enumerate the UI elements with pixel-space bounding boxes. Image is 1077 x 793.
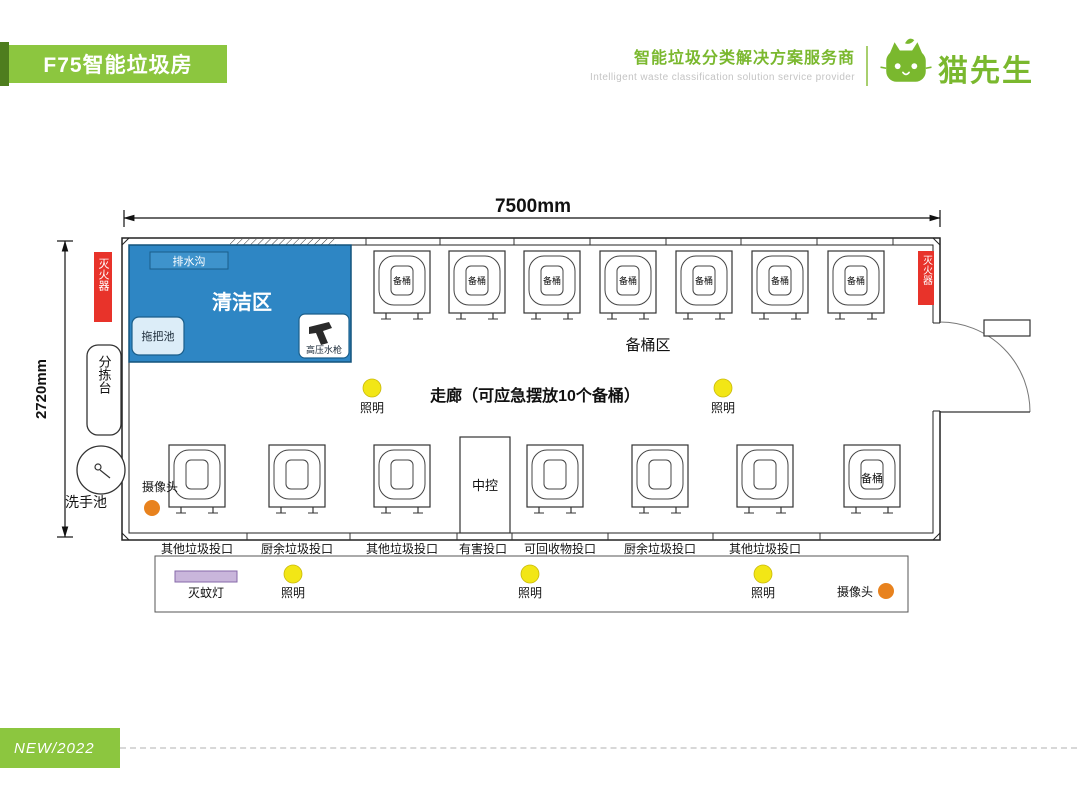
water-gun-label: 高压水枪 (306, 344, 342, 355)
fire-extinguisher-right-label: 灭火器 (921, 255, 933, 286)
lighting-icon (753, 564, 773, 584)
lighting-label: 照明 (751, 586, 775, 600)
camera-inside: 摄像头 (142, 479, 178, 516)
wall-grille-hatch (230, 239, 336, 245)
spare-bucket-label: 备桶 (771, 275, 789, 286)
bucket-icon (736, 444, 794, 514)
inlet-label: 其他垃圾投口 (366, 541, 438, 556)
lighting-label: 照明 (360, 401, 384, 415)
spare-bucket-label: 备桶 (468, 275, 486, 286)
lighting-icon (283, 564, 303, 584)
tagline-en: Intelligent waste classification solutio… (590, 72, 855, 83)
spare-bucket-label: 备桶 (543, 275, 561, 286)
mosquito-lamp-icon (174, 570, 238, 583)
cleaning-area-label: 清洁区 (212, 290, 272, 314)
bucket-icon (526, 444, 584, 514)
sorting-table: 分拣台 (86, 344, 122, 436)
fire-extinguisher-right: 灭火器 (918, 251, 934, 305)
header-divider (866, 46, 868, 86)
spare-bucket-row: 备桶 备桶 备桶 备桶 备桶 备桶 备桶 备桶区 (373, 250, 885, 354)
spare-bucket-label: 备桶 (861, 471, 883, 485)
tagline: 智能垃圾分类解决方案服务商 Intelligent waste classifi… (590, 44, 855, 83)
lighting-label: 照明 (711, 401, 735, 415)
camera-label: 摄像头 (837, 584, 873, 599)
footer-dashed-line (120, 747, 1077, 749)
bucket-icon (168, 444, 226, 514)
footer-badge: NEW/2022 (0, 728, 120, 768)
wash-basin-label: 洗手池 (65, 494, 107, 510)
fire-extinguisher-left: 灭火器 (94, 252, 112, 322)
sorting-table-label: 分拣台 (97, 355, 112, 394)
water-gun-box: 高压水枪 (298, 313, 350, 359)
wash-basin: 洗手池 (65, 445, 126, 510)
page-title-banner: F75智能垃圾房 (9, 45, 227, 83)
drain-label: 排水沟 (173, 254, 206, 268)
lighting-icon (713, 378, 733, 398)
lighting-label: 照明 (281, 586, 305, 600)
bucket-icon (373, 444, 431, 514)
spare-bucket-label: 备桶 (695, 275, 713, 286)
spare-bucket-label: 备桶 (619, 275, 637, 286)
bucket-icon (631, 444, 689, 514)
corridor: 走廊（可应急摆放10个备桶） 照明 照明 (360, 378, 735, 415)
dimension-height-label: 2720mm (33, 359, 50, 419)
camera-icon (144, 500, 160, 516)
door-swing-arc (939, 321, 1031, 413)
corridor-label: 走廊（可应急摆放10个备桶） (429, 386, 640, 405)
fire-extinguisher-left-label: 灭火器 (97, 258, 110, 292)
inlet-label: 厨余垃圾投口 (624, 541, 696, 556)
bucket-icon (268, 444, 326, 514)
lighting-label: 照明 (518, 586, 542, 600)
inlet-bucket-row: 备桶 (168, 444, 901, 514)
spare-bucket-label: 备桶 (393, 275, 411, 286)
mop-pool-label: 拖把池 (142, 329, 175, 343)
mosquito-lamp-label: 灭蚊灯 (188, 585, 224, 600)
central-control: 中控 (459, 436, 511, 534)
entrance-door (931, 319, 1031, 413)
water-gun-icon (309, 322, 332, 345)
lighting-icon (520, 564, 540, 584)
camera-icon (878, 583, 894, 599)
tagline-zh: 智能垃圾分类解决方案服务商 (633, 50, 855, 67)
camera-label: 摄像头 (142, 479, 178, 494)
inlet-label: 其他垃圾投口 (729, 541, 801, 556)
cleaning-area: 排水沟 清洁区 拖把池 高压水枪 (128, 244, 352, 363)
door-panel (983, 319, 1031, 337)
inlet-label: 有害投口 (459, 541, 507, 556)
lighting-icon (362, 378, 382, 398)
dimension-width: 7500mm (123, 196, 941, 227)
inlet-label: 其他垃圾投口 (161, 541, 233, 556)
inlet-label: 可回收物投口 (524, 541, 596, 556)
equipment-strip: 灭蚊灯 照明 照明 照明 摄像头 (154, 555, 909, 613)
brand-name: 猫先生 (938, 55, 1034, 88)
central-control-label: 中控 (472, 478, 498, 493)
inlet-label: 厨余垃圾投口 (261, 541, 333, 556)
inlet-labels: 其他垃圾投口 厨余垃圾投口 其他垃圾投口 有害投口 可回收物投口 厨余垃圾投口 … (161, 541, 801, 556)
dimension-width-label: 7500mm (495, 196, 571, 217)
spare-bucket-label: 备桶 (847, 275, 865, 286)
title-banner-accent (0, 42, 9, 86)
dimension-height: 2720mm (33, 240, 73, 538)
page-title: F75智能垃圾房 (43, 54, 193, 77)
cat-logo-icon (880, 38, 932, 82)
spare-bucket-area-label: 备桶区 (625, 337, 670, 354)
